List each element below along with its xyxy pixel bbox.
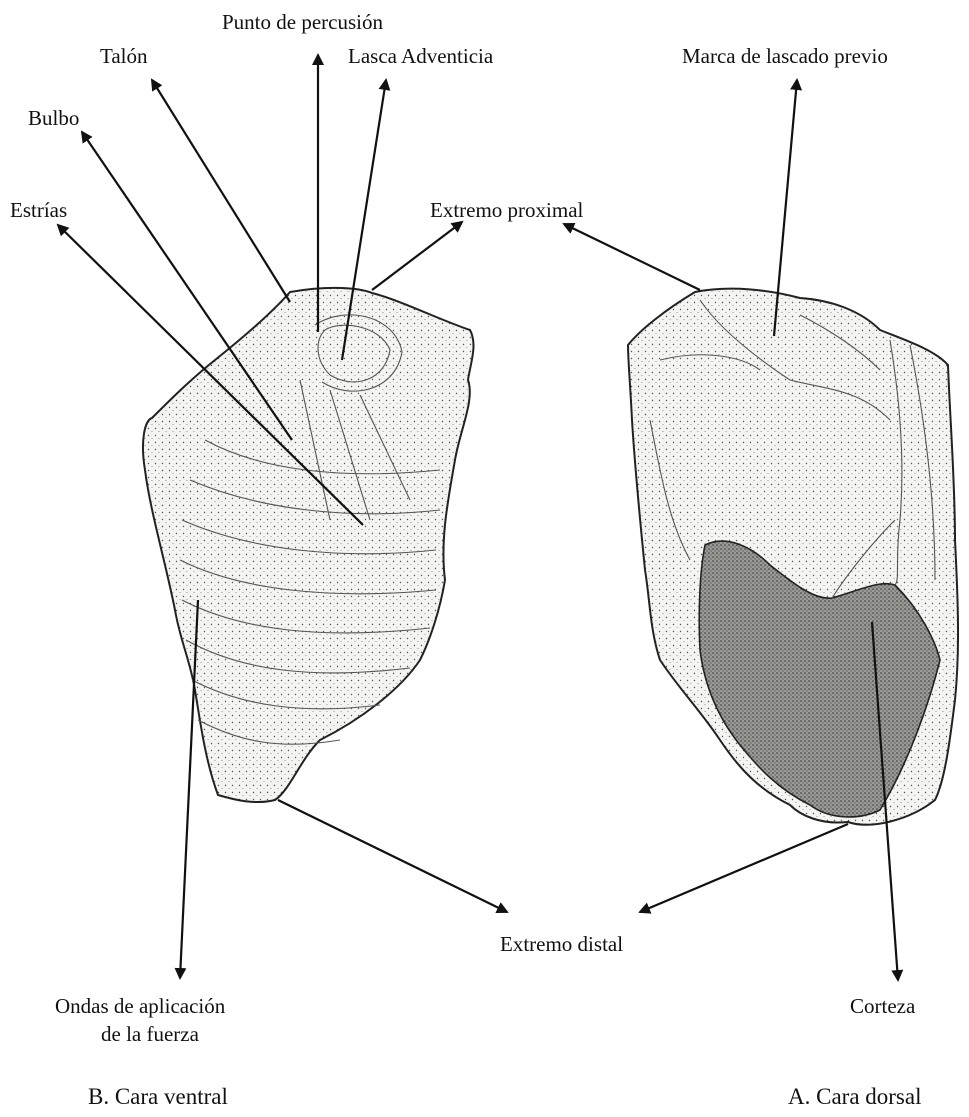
caption-dorsal: A. Cara dorsal [788, 1084, 922, 1110]
label-marca-lascado: Marca de lascado previo [682, 44, 888, 68]
label-ondas-line1: Ondas de aplicación [55, 994, 225, 1018]
arrow-extremo-distal-dorsal [640, 824, 848, 912]
label-punto-percusion: Punto de percusión [222, 10, 383, 34]
caption-ventral: B. Cara ventral [88, 1084, 228, 1110]
arrow-extremo-distal-ventral [278, 800, 507, 912]
arrow-talon [152, 80, 290, 302]
label-ondas-line2: de la fuerza [101, 1022, 199, 1046]
arrow-extremo-proximal-ventral [372, 222, 462, 290]
label-bulbo: Bulbo [28, 106, 79, 130]
dorsal-flake [628, 289, 958, 825]
label-extremo-proximal: Extremo proximal [430, 198, 583, 222]
label-corteza: Corteza [850, 994, 915, 1018]
label-talon: Talón [100, 44, 148, 68]
label-lasca-adventicia: Lasca Adventicia [348, 44, 493, 68]
label-estrias: Estrías [10, 198, 67, 222]
arrow-extremo-proximal-dorsal [564, 224, 700, 290]
label-extremo-distal: Extremo distal [500, 932, 623, 956]
